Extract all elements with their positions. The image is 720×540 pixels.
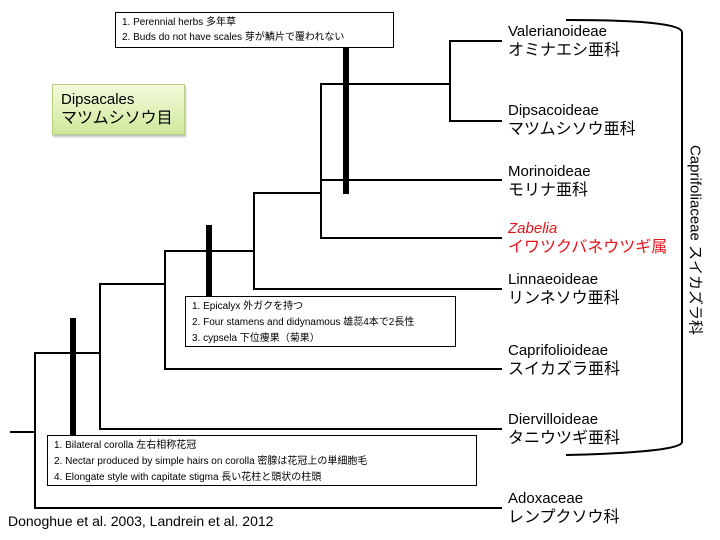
- taxon-japanese: モリナ亜科: [508, 182, 589, 199]
- taxon-japanese: タニウツギ亜科: [508, 430, 621, 447]
- taxon-japanese: リンネソウ亜科: [508, 290, 620, 307]
- character-box-epicalyx: 1. Epicalyx 外ガクを持つ 2. Four stamens and d…: [185, 296, 456, 347]
- character-line: 2. Buds do not have scales 芽が鱗片で覆われない: [122, 32, 345, 43]
- taxon-latin: Diervilloideae: [508, 411, 599, 428]
- family-label: Caprifoliaceae スイカズラ科: [686, 144, 704, 336]
- taxon-japanese: イワツクバネウツギ属: [508, 239, 668, 256]
- taxon-latin: Linnaeoideae: [508, 271, 599, 288]
- taxon-linnaeoideae: Linnaeoideae リンネソウ亜科: [508, 270, 620, 308]
- order-label-box: Dipsacales マツムシソウ目: [52, 84, 185, 135]
- taxon-japanese: オミナエシ亜科: [508, 42, 621, 59]
- character-line: 1. Bilateral corolla 左右相称花冠: [54, 440, 197, 451]
- character-line: 2. Nectar produced by simple hairs on co…: [54, 456, 368, 467]
- character-box-perennial: 1. Perennial herbs 多年草 2. Buds do not ha…: [115, 12, 394, 48]
- taxon-zabelia: Zabelia イワツクバネウツギ属: [508, 219, 667, 257]
- taxon-japanese: レンプクソウ科: [508, 509, 620, 526]
- taxon-latin: Caprifolioideae: [508, 342, 609, 359]
- order-japanese: マツムシソウ目: [61, 110, 173, 127]
- taxon-latin: Valerianoideae: [508, 23, 607, 40]
- order-latin: Dipsacales: [61, 91, 135, 108]
- taxon-valerianoideae: Valerianoideae オミナエシ亜科: [508, 22, 620, 60]
- character-line: 3. cypsela 下位痩果（菊果）: [192, 333, 320, 344]
- character-box-bilateral: 1. Bilateral corolla 左右相称花冠 2. Nectar pr…: [47, 435, 477, 486]
- taxon-caprifolioideae: Caprifolioideae スイカズラ亜科: [508, 341, 620, 379]
- character-line: 4. Elongate style with capitate stigma 長…: [54, 472, 322, 483]
- taxon-morinoideae: Morinoideae モリナ亜科: [508, 162, 591, 200]
- taxon-latin: Adoxaceae: [508, 490, 584, 507]
- family-bracket: [565, 19, 683, 456]
- taxon-latin: Dipsacoideae: [508, 102, 599, 119]
- character-line: 1. Epicalyx 外ガクを持つ: [192, 301, 304, 312]
- character-line: 1. Perennial herbs 多年草: [122, 17, 236, 28]
- taxon-japanese: スイカズラ亜科: [508, 361, 621, 378]
- taxon-japanese: マツムシソウ亜科: [508, 121, 636, 138]
- character-line: 2. Four stamens and didynamous 雄蕊4本で2長性: [192, 317, 415, 328]
- taxon-diervilloideae: Diervilloideae タニウツギ亜科: [508, 410, 620, 448]
- citation: Donoghue et al. 2003, Landrein et al. 20…: [8, 513, 274, 529]
- taxon-adoxaceae: Adoxaceae レンプクソウ科: [508, 489, 620, 527]
- taxon-latin: Morinoideae: [508, 163, 591, 180]
- taxon-latin: Zabelia: [508, 220, 558, 237]
- taxon-dipsacoideae: Dipsacoideae マツムシソウ亜科: [508, 101, 636, 139]
